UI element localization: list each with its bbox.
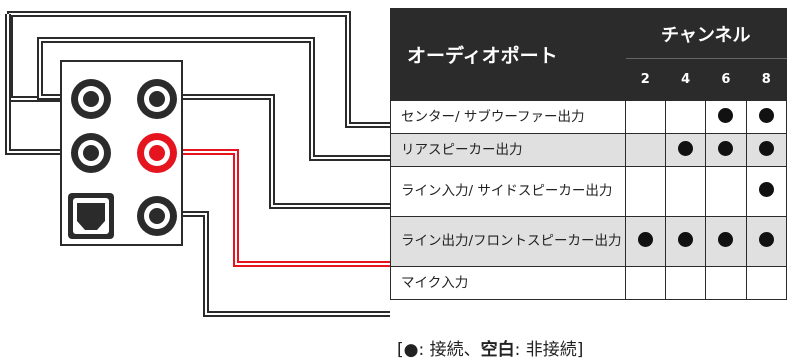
table-body: センター/ サブウーファー出力リアスピーカー出力ライン入力/ サイドスピーカー出… [390, 100, 787, 300]
legend-open: [ [397, 340, 404, 360]
channel-2: 2 [624, 58, 666, 101]
port-label: ライン出力/フロントスピーカー出力 [390, 216, 626, 267]
channel-cell [705, 266, 747, 300]
channel-cell [745, 216, 787, 267]
channel-cell [745, 100, 787, 134]
channel-4: 4 [664, 58, 707, 101]
channel-cell [624, 266, 666, 300]
table-row: リアスピーカー出力 [390, 133, 787, 167]
audio-port-diagram [5, 11, 390, 317]
optical-spdif-icon [68, 193, 114, 239]
channel-cell [624, 133, 666, 167]
channel-cell [624, 216, 666, 267]
channel-cell [705, 166, 747, 217]
channel-cell [705, 133, 747, 167]
channel-cell [705, 216, 747, 267]
channel-cell [745, 133, 787, 167]
filled-dot-icon [758, 107, 774, 123]
port-label: マイク入力 [390, 266, 626, 300]
channel-8: 8 [745, 58, 787, 101]
table-row: ライン出力/フロントスピーカー出力 [390, 216, 787, 267]
filled-dot-icon [678, 140, 694, 156]
audio-jack-icon [137, 133, 177, 173]
channel-cell [664, 216, 707, 267]
line-line-out [175, 149, 390, 267]
line-top-left-to-rear [37, 37, 390, 161]
filled-dot-icon [718, 140, 734, 156]
table-row: ライン入力/ サイドスピーカー出力 [390, 166, 787, 217]
port-label: リアスピーカー出力 [390, 133, 626, 167]
channel-cell [624, 100, 666, 134]
channel-cell [705, 100, 747, 134]
table-title: オーディオポート [390, 8, 626, 101]
line-line-in [175, 94, 390, 209]
port-label: センター/ サブウーファー出力 [390, 100, 626, 134]
line-mic [175, 211, 390, 317]
audio-jack-icon [137, 196, 177, 236]
filled-dot-icon [678, 232, 694, 247]
table-header-row: オーディオポート チャンネル [390, 8, 787, 101]
filled-dot-icon: ● [403, 340, 419, 360]
filled-dot-icon [718, 232, 734, 247]
filled-dot-icon [718, 107, 734, 123]
line-center-sub [7, 11, 390, 128]
channel-table: オーディオポート チャンネル 2 4 6 8 センター/ サブウーファー出力リア… [390, 8, 787, 300]
channel-cell [664, 166, 707, 217]
legend-connected: : 接続、 [418, 340, 481, 360]
audio-jack-icon [71, 79, 111, 119]
line-left-loop [5, 14, 69, 155]
port-label: ライン入力/ サイドスピーカー出力 [390, 166, 626, 217]
channel-cell [624, 166, 666, 217]
channel-cell [745, 166, 787, 217]
filled-dot-icon [758, 182, 774, 197]
filled-dot-icon [758, 140, 774, 156]
audio-jack-icon [71, 133, 111, 173]
legend-not-connected: : 非接続 [514, 340, 577, 360]
audio-jack-icon [137, 79, 177, 119]
channel-cell [745, 266, 787, 300]
channel-heading: チャンネル [624, 8, 787, 59]
filled-dot-icon [637, 232, 653, 247]
channel-cell [664, 100, 707, 134]
table-row: センター/ サブウーファー出力 [390, 100, 787, 134]
legend-blank: 空白 [480, 340, 515, 360]
channel-6: 6 [705, 58, 747, 101]
legend-close: ] [576, 340, 584, 360]
channel-cell [664, 266, 707, 300]
channel-number-row: 2 4 6 8 [391, 58, 787, 101]
channel-cell [664, 133, 707, 167]
filled-dot-icon [758, 232, 774, 247]
legend: [●: 接続、空白: 非接続] [397, 335, 583, 360]
table-row: マイク入力 [390, 266, 787, 300]
